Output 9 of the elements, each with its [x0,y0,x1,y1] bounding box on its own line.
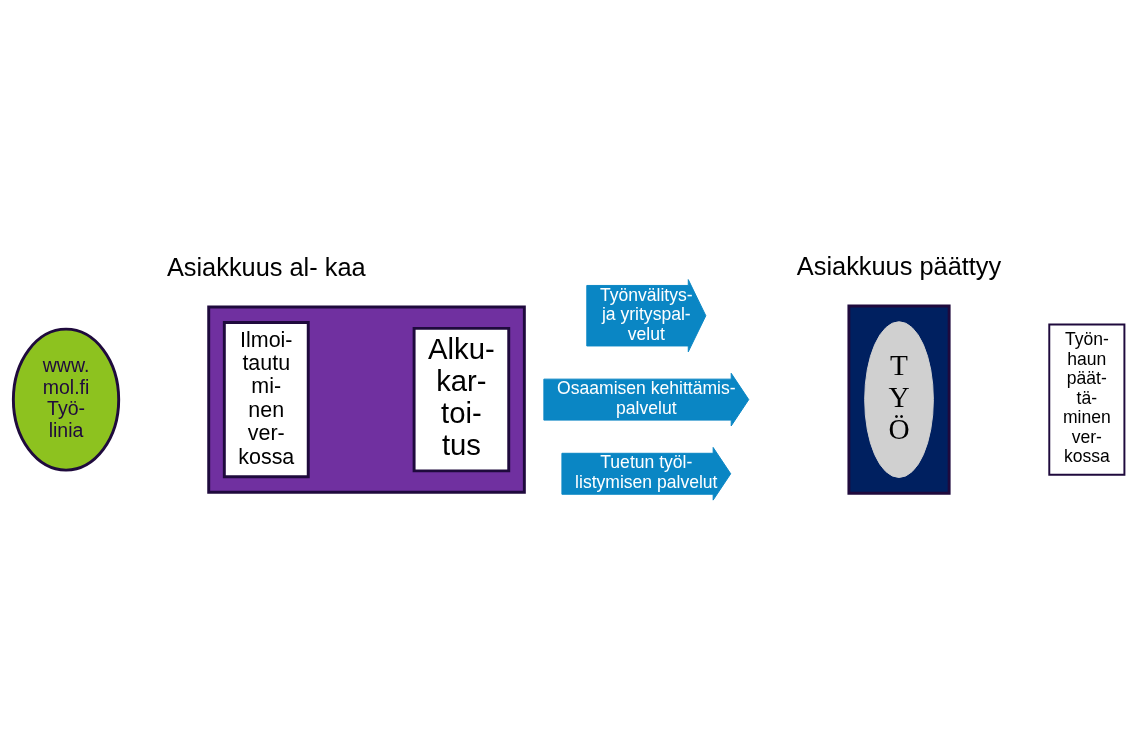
cluster [847,304,951,495]
node-ellipse: www. mol.fi Työ- linia [11,327,121,472]
label: Asiakkuus päättyy [796,251,1002,280]
label: Asiakkuus al- kaa [166,252,366,281]
node-box: Alku- kar- toi- tus [412,326,511,472]
node-box: Työn- haun päät- tä- minen ver- kossa [1048,323,1126,476]
node-box: Ilmoi- tautu mi- nen ver- kossa [222,320,310,478]
node-ellipse: T Y Ö [864,320,934,478]
cluster [207,304,526,494]
